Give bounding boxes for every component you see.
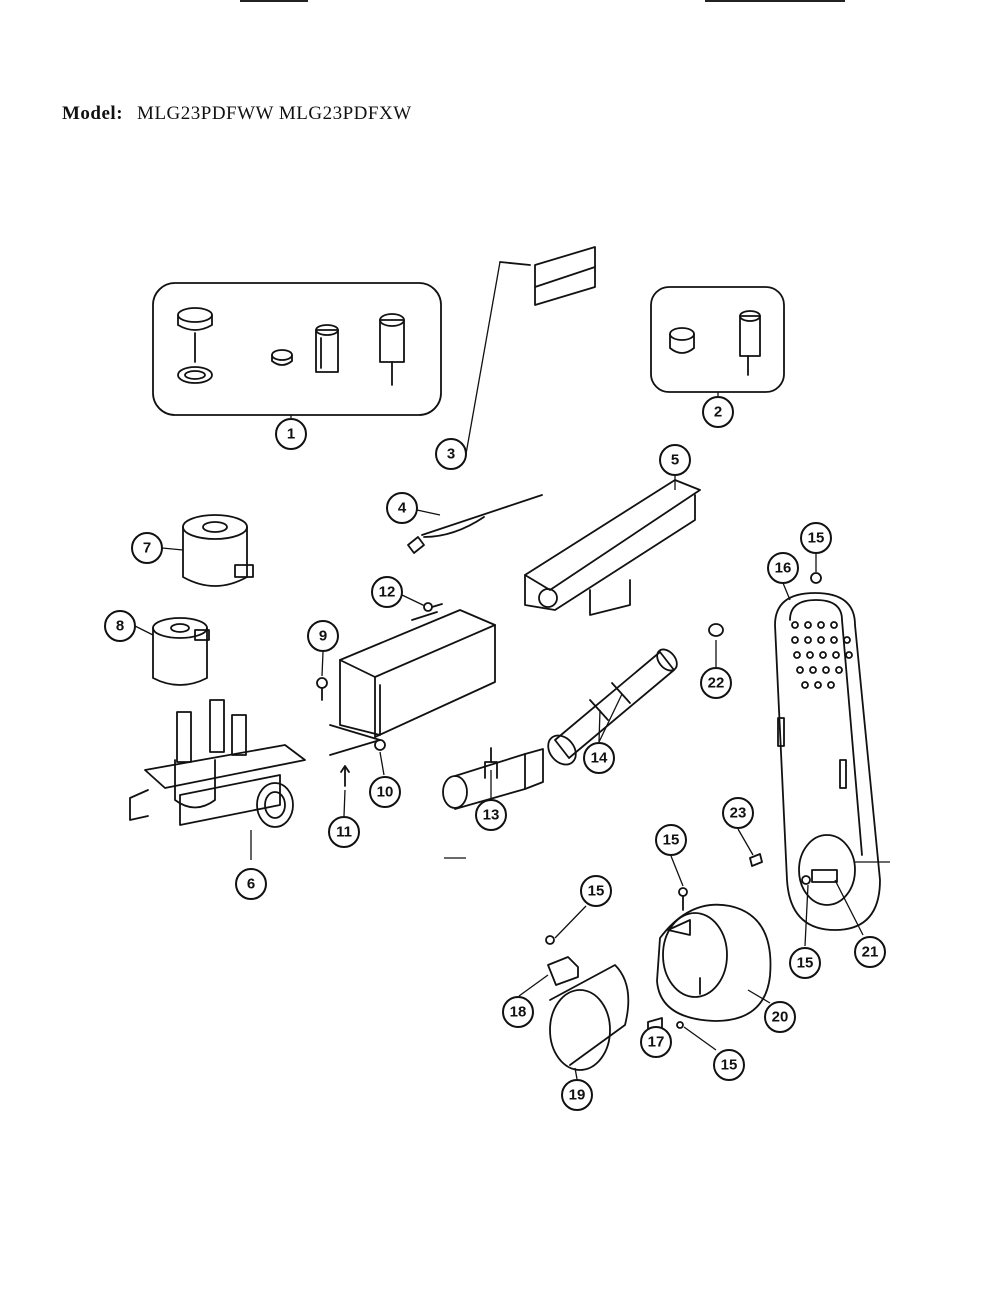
svg-text:10: 10 <box>377 784 394 801</box>
coil-7 <box>182 514 254 587</box>
top-rule-left <box>240 0 308 2</box>
kit2-parts <box>669 310 761 376</box>
callout-20: 20 <box>764 1001 796 1033</box>
callout-21: 21 <box>854 936 886 968</box>
callout-15-bracket: 15 <box>580 875 612 907</box>
callout-18: 18 <box>502 996 534 1028</box>
svg-text:22: 22 <box>708 675 725 692</box>
svg-text:15: 15 <box>797 955 814 972</box>
callout-23: 23 <box>722 797 754 829</box>
svg-text:17: 17 <box>648 1034 665 1051</box>
callout-8: 8 <box>104 610 136 642</box>
callout-3: 3 <box>435 438 467 470</box>
svg-text:18: 18 <box>510 1004 527 1021</box>
callout-15-clip: 15 <box>713 1049 745 1081</box>
svg-text:14: 14 <box>591 750 608 767</box>
callout-1: 1 <box>275 418 307 450</box>
callout-5: 5 <box>659 444 691 476</box>
callout-4: 4 <box>386 492 418 524</box>
svg-text:15: 15 <box>663 832 680 849</box>
callout-15-shield: 15 <box>655 824 687 856</box>
callout-9: 9 <box>307 620 339 652</box>
svg-text:12: 12 <box>379 584 396 601</box>
top-rule-right <box>705 0 845 2</box>
leader-lines <box>134 261 864 1080</box>
callout-13: 13 <box>475 799 507 831</box>
combustion-tube <box>549 964 630 1071</box>
kit-box-1 <box>152 282 442 416</box>
callout-11: 11 <box>328 816 360 848</box>
callout-15-housing: 15 <box>789 947 821 979</box>
screws-15 <box>545 572 822 1029</box>
callout-12: 12 <box>371 576 403 608</box>
coil-8 <box>152 617 210 686</box>
kit1-parts <box>177 307 405 386</box>
burner-tube <box>547 648 678 766</box>
svg-text:1: 1 <box>287 426 295 443</box>
model-heading: Model: MLG23PDFWW MLG23PDFXW <box>62 103 412 125</box>
callout-2: 2 <box>702 396 734 428</box>
svg-text:3: 3 <box>447 446 455 463</box>
callout-22: 22 <box>700 667 732 699</box>
svg-text:16: 16 <box>775 560 792 577</box>
ring-22 <box>708 623 724 637</box>
bracket-18 <box>547 956 579 986</box>
svg-text:20: 20 <box>772 1009 789 1026</box>
svg-text:5: 5 <box>671 452 679 469</box>
model-label: Model: <box>62 103 124 124</box>
model-value: MLG23PDFWW MLG23PDFXW <box>137 103 412 124</box>
burner-bracket <box>329 609 496 756</box>
svg-text:6: 6 <box>247 876 255 893</box>
callout-19: 19 <box>561 1079 593 1111</box>
svg-text:9: 9 <box>319 628 327 645</box>
svg-text:2: 2 <box>714 404 722 421</box>
screws <box>316 602 443 787</box>
svg-text:15: 15 <box>721 1057 738 1074</box>
svg-text:19: 19 <box>569 1087 586 1104</box>
callout-15-top: 15 <box>800 522 832 554</box>
kit-box-2 <box>650 286 785 393</box>
callout-7: 7 <box>131 532 163 564</box>
svg-text:15: 15 <box>588 883 605 900</box>
burner-housing <box>774 592 890 931</box>
igniter-bracket <box>524 479 701 616</box>
svg-text:7: 7 <box>143 540 151 557</box>
gas-valve <box>129 699 306 828</box>
callout-14: 14 <box>583 742 615 774</box>
housing-vent-holes <box>791 621 853 689</box>
sensor-bracket <box>407 246 596 554</box>
burner-shield <box>656 903 772 1022</box>
clip-23 <box>749 853 763 867</box>
svg-text:11: 11 <box>336 824 352 841</box>
svg-text:13: 13 <box>483 807 500 824</box>
svg-text:15: 15 <box>808 530 825 547</box>
callout-10: 10 <box>369 776 401 808</box>
callout-6: 6 <box>235 868 267 900</box>
svg-text:8: 8 <box>116 618 124 635</box>
orifice-elbow <box>442 747 544 810</box>
svg-text:23: 23 <box>730 805 747 822</box>
svg-text:4: 4 <box>398 500 407 517</box>
svg-text:21: 21 <box>862 944 879 961</box>
callout-17: 17 <box>640 1026 672 1058</box>
callout-16: 16 <box>767 552 799 584</box>
